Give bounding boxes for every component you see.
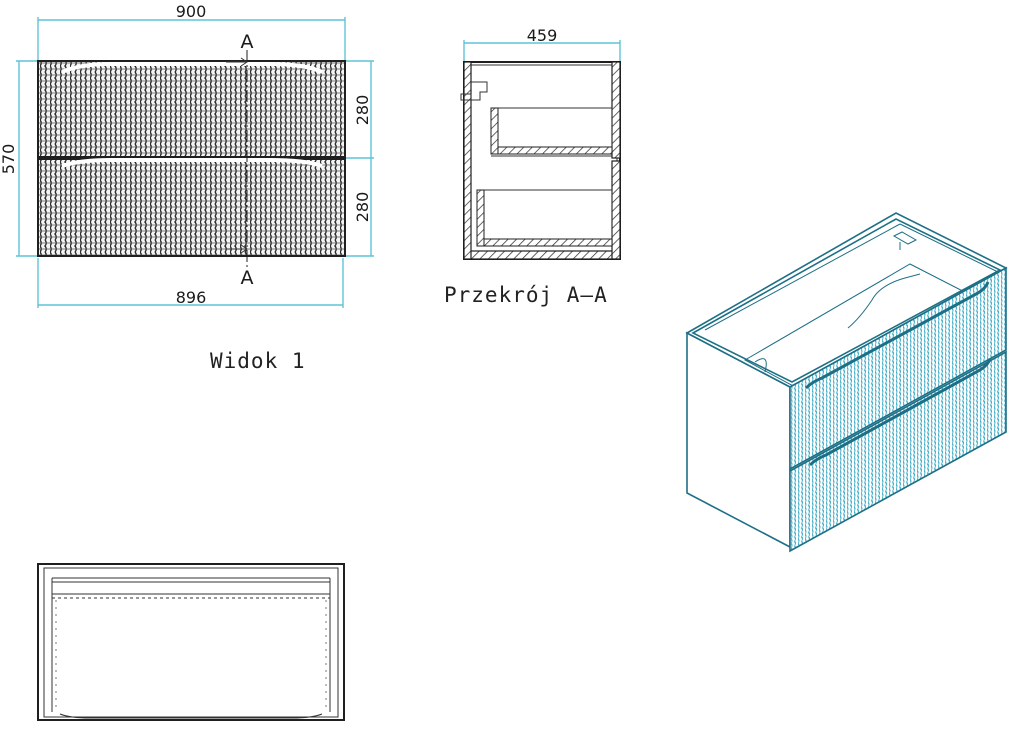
- front-view-label: Widok 1: [210, 349, 306, 373]
- iso-lower-handle: [808, 358, 992, 467]
- section-front-lower: [611, 160, 621, 260]
- dimension-depth: 459: [463, 26, 621, 62]
- height-lower-value: 280: [353, 192, 372, 223]
- section-view: 459 Przekrój A—A: [444, 26, 621, 307]
- section-back-panel: [463, 61, 472, 260]
- section-view-label: Przekrój A—A: [444, 283, 608, 307]
- height-total-value: 570: [0, 144, 18, 175]
- upper-handle-groove: [61, 62, 323, 74]
- iso-upper-handle: [804, 281, 990, 390]
- section-lower-drawer: [476, 189, 613, 247]
- dimension-height-lower: 280: [345, 158, 374, 257]
- dimension-height-upper: 280: [345, 60, 374, 159]
- section-wall-hanger: [471, 81, 488, 101]
- lower-handle-groove: [61, 158, 323, 168]
- section-mark-bottom: A: [241, 267, 254, 289]
- top-view: [37, 563, 345, 721]
- dimension-width-top: 900: [37, 2, 346, 62]
- section-bottom-panel: [463, 250, 621, 260]
- upper-drawer-front: [37, 60, 346, 158]
- section-upper-drawer: [490, 107, 613, 157]
- section-mark-top: A: [241, 31, 254, 53]
- section-line: A A: [226, 31, 254, 289]
- dimension-height-total: 570: [0, 60, 38, 257]
- width-bottom-value: 896: [176, 288, 207, 307]
- height-upper-value: 280: [353, 95, 372, 126]
- width-top-value: 900: [176, 2, 207, 21]
- section-front-upper: [611, 61, 621, 159]
- depth-value: 459: [527, 26, 558, 45]
- isometric-view: [685, 212, 1008, 553]
- iso-lower-drawer-front: [789, 350, 1007, 553]
- dimension-width-bottom: 896: [37, 258, 344, 308]
- front-view: 900 896 570 280 280: [0, 2, 374, 373]
- iso-upper-drawer-front: [789, 266, 1007, 471]
- lower-drawer-front: [37, 158, 346, 257]
